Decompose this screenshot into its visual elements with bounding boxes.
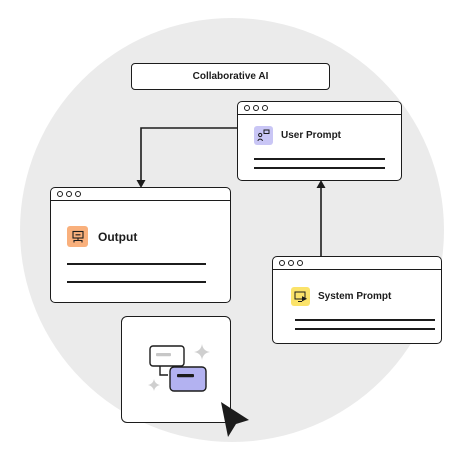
output-window[interactable]: Output [50, 187, 231, 303]
window-titlebar [273, 257, 441, 270]
text-line [67, 263, 206, 265]
output-title: Output [98, 229, 138, 244]
arrowhead-output [136, 180, 146, 188]
text-line [254, 158, 385, 160]
collaborative-ai-label: Collaborative AI [131, 63, 330, 90]
window-dot [57, 191, 63, 197]
collaborative-ai-text: Collaborative AI [192, 71, 269, 82]
text-line [67, 281, 206, 283]
system-prompt-window[interactable]: System Prompt [272, 256, 442, 344]
system-prompt-icon [291, 287, 310, 306]
window-dot [297, 260, 303, 266]
window-dot [288, 260, 294, 266]
connector-user-to-output [140, 127, 237, 181]
system-prompt-title: System Prompt [318, 291, 392, 302]
text-line [295, 328, 435, 330]
window-dot [66, 191, 72, 197]
text-line [295, 319, 435, 321]
text-line [254, 167, 385, 169]
arrowhead-user-prompt [316, 180, 326, 188]
chat-tile[interactable] [121, 316, 231, 423]
user-prompt-icon [254, 126, 273, 145]
window-dot [253, 105, 259, 111]
user-prompt-title: User Prompt [281, 130, 342, 141]
window-dot [279, 260, 285, 266]
window-titlebar [51, 188, 230, 201]
window-dot [75, 191, 81, 197]
chat-bubbles-icon [148, 344, 210, 392]
user-prompt-window[interactable]: User Prompt [237, 101, 402, 181]
output-icon [67, 226, 88, 247]
window-dot [262, 105, 268, 111]
window-titlebar [238, 102, 401, 115]
window-dot [244, 105, 250, 111]
